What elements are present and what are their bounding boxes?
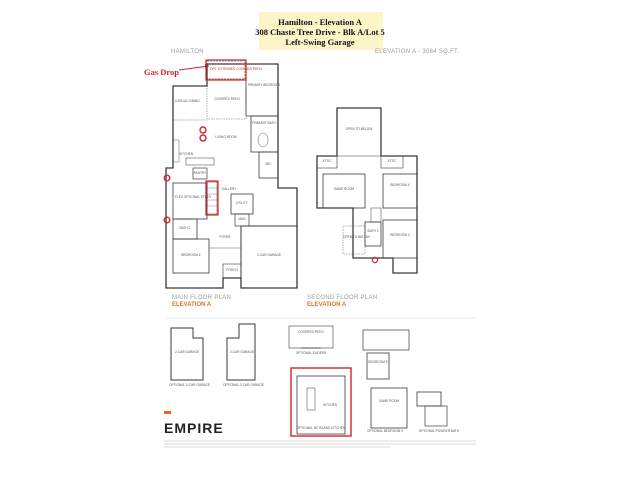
logo-accent — [164, 411, 171, 414]
room-living-room: LIVING ROOM — [215, 135, 237, 139]
main-floor-walls — [165, 60, 298, 289]
outlet-marker-3 — [163, 174, 171, 182]
header-line-3: Left-Swing Garage — [285, 37, 355, 47]
room-primary-bath: PRIMARY BATH — [252, 121, 276, 125]
opt-garage-a-caption: OPTIONAL 3-CAR GARAGE — [169, 383, 210, 387]
main-floor-title: MAIN FLOOR PLAN — [172, 295, 232, 301]
second-floor-title: SECOND FLOOR PLAN — [307, 295, 378, 301]
opt-sliders-caption: OPTIONAL SLIDERS — [295, 351, 327, 355]
outlet-marker-2 — [199, 134, 207, 142]
main-floor-highlights — [163, 59, 247, 224]
gas-drop-arrow — [178, 65, 210, 71]
room-covered-patio: COVERED PATIO — [214, 97, 240, 101]
header-line-2: 308 Chaste Tree Drive - Blk A/Lot 5 — [255, 27, 385, 37]
opt-game-room-caption: OPTIONAL BEDROOM 5 — [366, 429, 403, 433]
empire-logo: EMPIRE — [164, 420, 224, 436]
room-foyer: FOYER — [219, 235, 231, 239]
room-pantry: PANTRY — [193, 171, 207, 175]
room-kitchen: KITCHEN — [179, 152, 193, 156]
opt-covered-patio: COVERED PATIO — [298, 330, 324, 334]
plan-name: HAMILTON — [171, 49, 204, 55]
room-bath-3: BATH 3 — [367, 229, 379, 233]
room-bedroom-3: BEDROOM 3 — [390, 233, 410, 237]
room-bath-2: BATH 2 — [179, 226, 191, 230]
room-bedroom-2: BEDROOM 2 — [181, 253, 201, 257]
room-attic-left: ATTIC — [322, 159, 332, 163]
main-floor-subtitle: ELEVATION A — [172, 302, 212, 308]
room-game-room: GAME ROOM — [333, 187, 355, 191]
elevation-label: ELEVATION A - 3084 SQ.FT. — [375, 49, 460, 55]
stair-highlight — [205, 180, 219, 216]
room-utility: UTILITY — [236, 201, 248, 205]
outlet-marker-4 — [163, 216, 171, 224]
room-attic-right: ATTIC — [387, 159, 397, 163]
opt-garage-b-caption: OPTIONAL 3-CAR GARAGE — [223, 383, 264, 387]
header-line-1: Hamilton - Elevation A — [278, 17, 362, 27]
second-floor-walls — [316, 107, 418, 274]
opt-powder-caption: OPTIONAL POWDER BATH — [418, 429, 460, 433]
room-open-below-top: OPEN TO BELOW — [345, 127, 373, 131]
room-gallery: GALLERY — [221, 187, 237, 191]
room-bedroom-4: BEDROOM 4 — [390, 183, 410, 187]
room-primary-bedroom: PRIMARY BEDROOM — [248, 83, 280, 87]
opt-game-room: GAME ROOM — [378, 399, 400, 403]
opt-bedroom-5: BEDROOM 5 — [368, 360, 388, 364]
opt-kitchen-highlight — [290, 367, 352, 437]
options-walls — [170, 323, 448, 435]
room-wic: WIC — [265, 162, 272, 166]
disclaimer-lines — [164, 440, 476, 448]
floor-plan-sheet: Hamilton - Elevation A 308 Chaste Tree D… — [131, 8, 509, 478]
opt-garage-b: 2-CAR GARAGE — [229, 350, 255, 354]
outlet-marker-1 — [199, 126, 207, 134]
plan-drawing — [163, 59, 476, 448]
room-garage: 2-CAR GARAGE — [256, 253, 282, 257]
room-porch: PORCH — [226, 268, 238, 272]
second-floor-subtitle: ELEVATION A — [307, 302, 347, 308]
header-box — [259, 12, 383, 50]
room-flex-study: FLEX OPTIONAL STUDY — [175, 195, 212, 199]
opt-garage-a: 2-CAR GARAGE — [174, 350, 200, 354]
room-casual-dining: CASUAL DINING — [175, 99, 200, 103]
opt-kitchen-caption: OPTIONAL 30' ISLAND KITCHEN — [296, 426, 346, 430]
opt-patio-highlight — [205, 59, 247, 81]
room-open-below-bottom: OPEN TO BELOW — [343, 235, 370, 239]
gas-drop-label: Gas Drop — [144, 67, 180, 77]
opt-kitchen: KITCHEN — [323, 403, 337, 407]
room-mud: MUD — [238, 217, 246, 221]
second-floor-marker — [371, 256, 379, 264]
room-opt-patio: OPT. EXTENDED COVERED PATIO — [210, 67, 262, 71]
